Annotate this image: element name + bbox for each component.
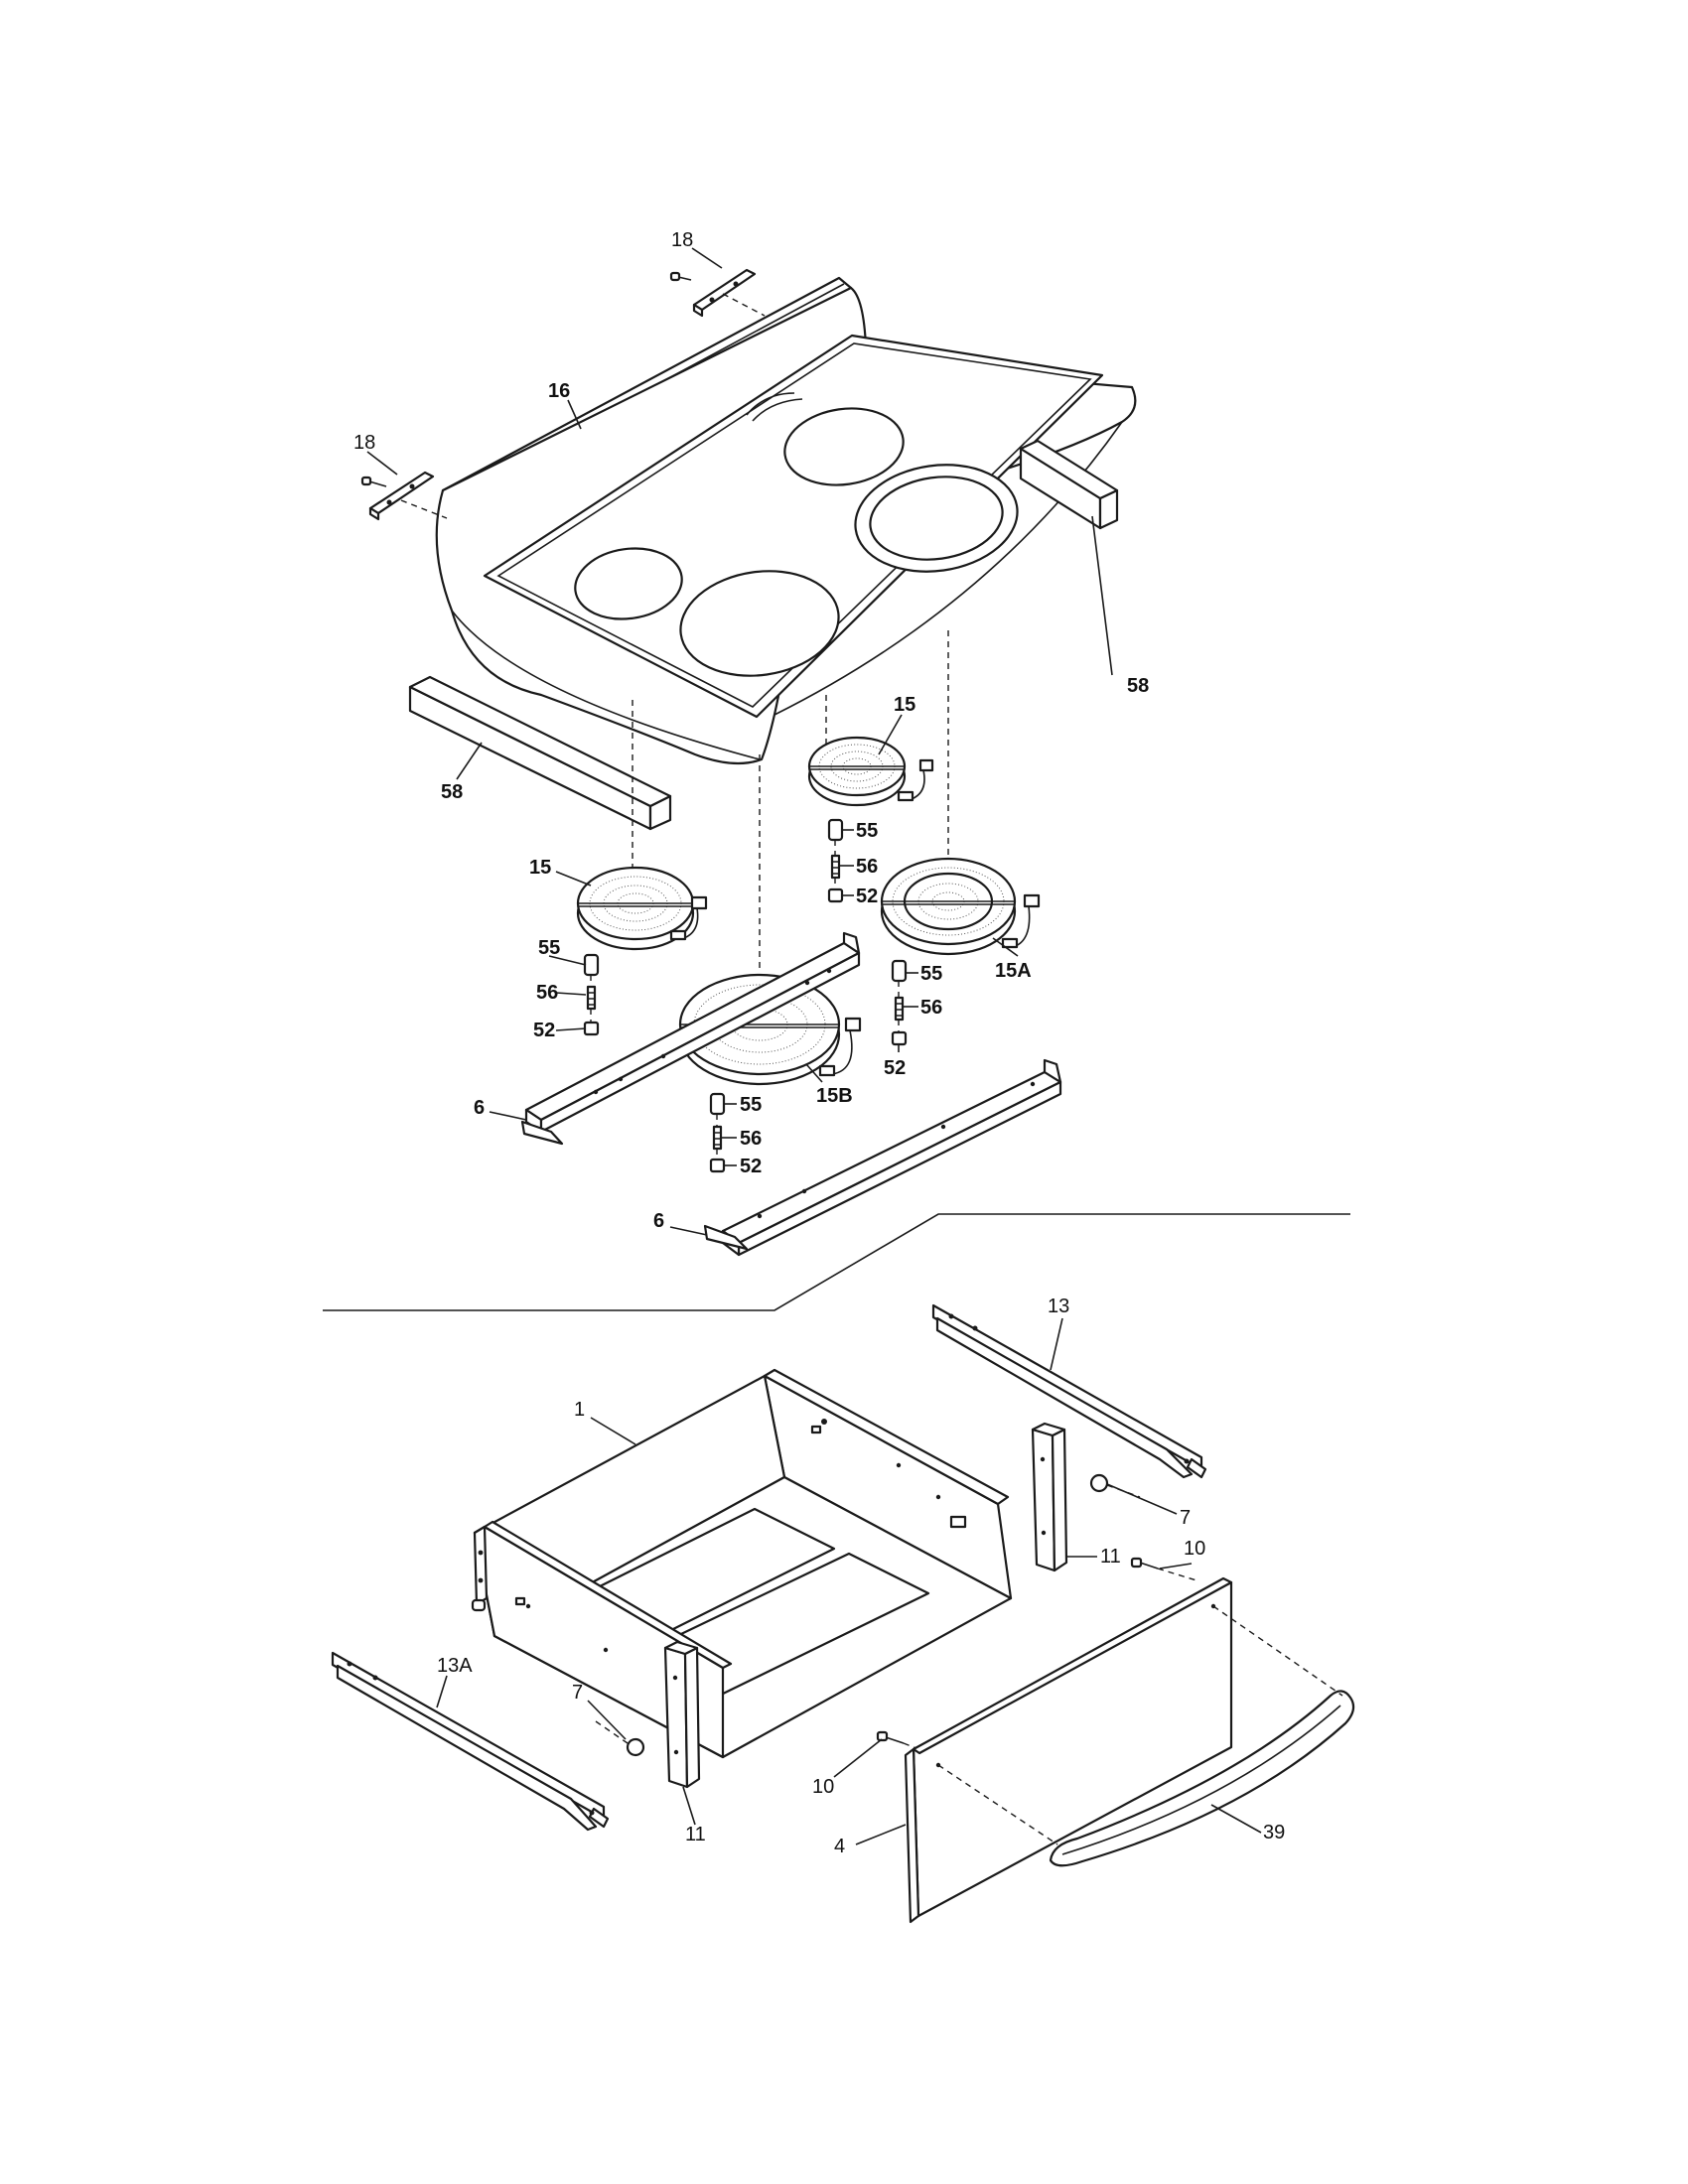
support-rail-6-bottom bbox=[703, 1058, 1062, 1257]
screw-10-right bbox=[1130, 1557, 1197, 1581]
callout-15-left: 15 bbox=[529, 857, 551, 879]
callout-56-c: 56 bbox=[920, 997, 942, 1019]
callout-56-b: 56 bbox=[536, 982, 558, 1004]
screw-10-left bbox=[876, 1730, 924, 1752]
roller-7-left bbox=[595, 1720, 645, 1757]
callout-55-d: 55 bbox=[740, 1094, 762, 1116]
callout-56-a: 56 bbox=[856, 856, 878, 878]
drawer-front-panel-4 bbox=[904, 1576, 1233, 1924]
callout-55-a: 55 bbox=[856, 820, 878, 842]
callout-18-top: 18 bbox=[671, 229, 693, 251]
callout-13: 13 bbox=[1048, 1296, 1069, 1317]
surface-element-15-right bbox=[807, 736, 934, 807]
fastener-stack-a bbox=[827, 818, 844, 903]
fastener-stack-b bbox=[583, 953, 600, 1036]
callout-15-right: 15 bbox=[894, 694, 915, 716]
callout-1: 1 bbox=[574, 1399, 585, 1421]
drawer-handle-39 bbox=[1049, 1690, 1355, 1867]
fastener-stack-d bbox=[709, 1092, 726, 1173]
callout-7-right: 7 bbox=[1180, 1507, 1191, 1529]
support-rail-6-left bbox=[520, 931, 861, 1146]
callout-16: 16 bbox=[548, 380, 570, 402]
drawer-slide-rail-13A bbox=[331, 1651, 610, 1832]
callout-13A: 13A bbox=[437, 1655, 473, 1677]
cooktop-main-top bbox=[435, 276, 1137, 765]
surface-element-15-left bbox=[576, 866, 708, 951]
callout-52-d: 52 bbox=[740, 1156, 762, 1177]
callout-11-right: 11 bbox=[1100, 1546, 1121, 1568]
roller-7-right bbox=[1089, 1473, 1141, 1498]
bracket-18-left bbox=[360, 471, 435, 521]
callout-55-c: 55 bbox=[920, 963, 942, 985]
foam-strip-58-left bbox=[408, 675, 672, 831]
callout-10-right: 10 bbox=[1184, 1538, 1205, 1560]
callout-58-left: 58 bbox=[441, 781, 463, 803]
callout-15A: 15A bbox=[995, 960, 1032, 982]
leader-lines bbox=[366, 247, 1262, 1845]
callout-4: 4 bbox=[834, 1836, 845, 1857]
fastener-stack-c bbox=[891, 959, 908, 1046]
drawer-box-1 bbox=[471, 1368, 1013, 1759]
callout-56-d: 56 bbox=[740, 1128, 762, 1150]
callout-58-right: 58 bbox=[1127, 675, 1149, 697]
callout-15B: 15B bbox=[816, 1085, 853, 1107]
callout-52-a: 52 bbox=[856, 886, 878, 907]
callout-52-b: 52 bbox=[533, 1020, 555, 1041]
section-divider-line bbox=[323, 1213, 1350, 1311]
callout-55-b: 55 bbox=[538, 937, 560, 959]
drawer-bracket-11-left bbox=[663, 1640, 701, 1789]
callout-6-bottom: 6 bbox=[653, 1210, 664, 1232]
callout-18-left: 18 bbox=[353, 432, 375, 454]
drawer-slide-rail-13 bbox=[931, 1303, 1207, 1479]
surface-element-15A bbox=[880, 857, 1041, 956]
callout-10-left: 10 bbox=[812, 1776, 834, 1798]
drawer-bracket-11-right bbox=[1031, 1422, 1068, 1572]
callout-39: 39 bbox=[1263, 1822, 1285, 1843]
callout-6-left: 6 bbox=[474, 1097, 485, 1119]
callout-7-left: 7 bbox=[572, 1682, 583, 1704]
callout-11-left: 11 bbox=[685, 1824, 706, 1845]
callout-52-c: 52 bbox=[884, 1057, 906, 1079]
bracket-18-top bbox=[669, 268, 757, 318]
foam-strip-58-right bbox=[1019, 439, 1119, 530]
